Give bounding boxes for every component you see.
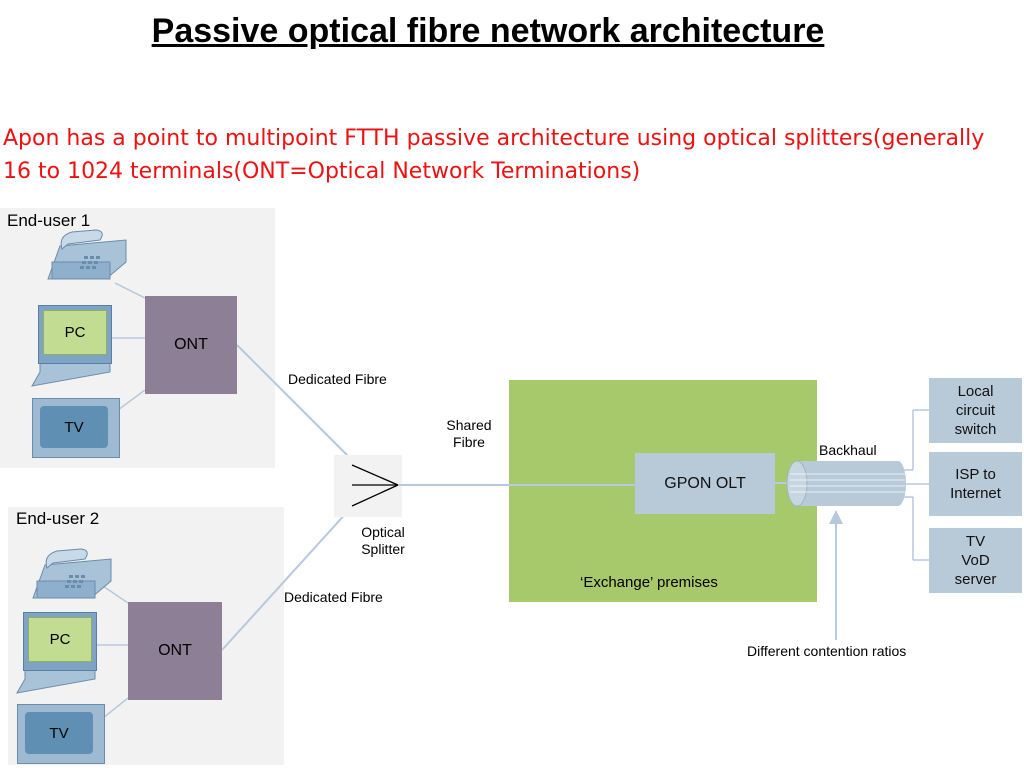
subtitle-line-1: Apon has a point to multipoint FTTH pass… <box>3 126 985 151</box>
dedicated-fibre-2-line <box>221 499 359 651</box>
phone-1-link <box>114 282 146 299</box>
laptop-1-keyboard <box>31 361 111 387</box>
tv-1-link <box>117 389 146 411</box>
laptop-2-keyboard <box>16 668 96 694</box>
gpon-olt-box: GPON OLT <box>635 453 775 514</box>
backhaul-cable-left-end <box>786 460 808 507</box>
splitter-panel <box>334 455 402 517</box>
dedicated-fibre-2-label: Dedicated Fibre <box>284 589 383 605</box>
exchange-premises-label: ‘Exchange’ premises <box>580 574 718 591</box>
splitter-branch-bottom <box>351 484 399 507</box>
telephone-1-icon <box>47 229 127 280</box>
telephone-2-icon <box>32 548 112 599</box>
pc-2-screen: PC <box>28 617 92 662</box>
phone-2-link <box>99 583 129 604</box>
end-user-2-label: End-user 2 <box>16 509 100 528</box>
contention-arrow-head <box>829 510 843 524</box>
dedicated-fibre-1-line <box>236 344 361 469</box>
splitter-branch-top <box>351 464 399 486</box>
dedicated-fibre-1-label: Dedicated Fibre <box>288 371 387 387</box>
ont-2-box: ONT <box>128 602 222 700</box>
subtitle-line-2: 16 to 1024 terminals(ONT=Optical Network… <box>3 159 641 184</box>
backhaul-cable-body <box>794 461 898 506</box>
tv-2-link <box>102 697 129 719</box>
page-title: Passive optical fibre network architectu… <box>151 12 825 50</box>
contention-ratios-label: Different contention ratios <box>747 643 907 659</box>
tv-2-screen: TV <box>25 712 93 754</box>
backhaul-label: Backhaul <box>819 442 877 458</box>
tv-1-screen: TV <box>40 406 108 448</box>
ont-1-box: ONT <box>145 296 237 394</box>
pc-1-screen: PC <box>43 310 107 355</box>
end-user-1-label: End-user 1 <box>7 211 91 230</box>
